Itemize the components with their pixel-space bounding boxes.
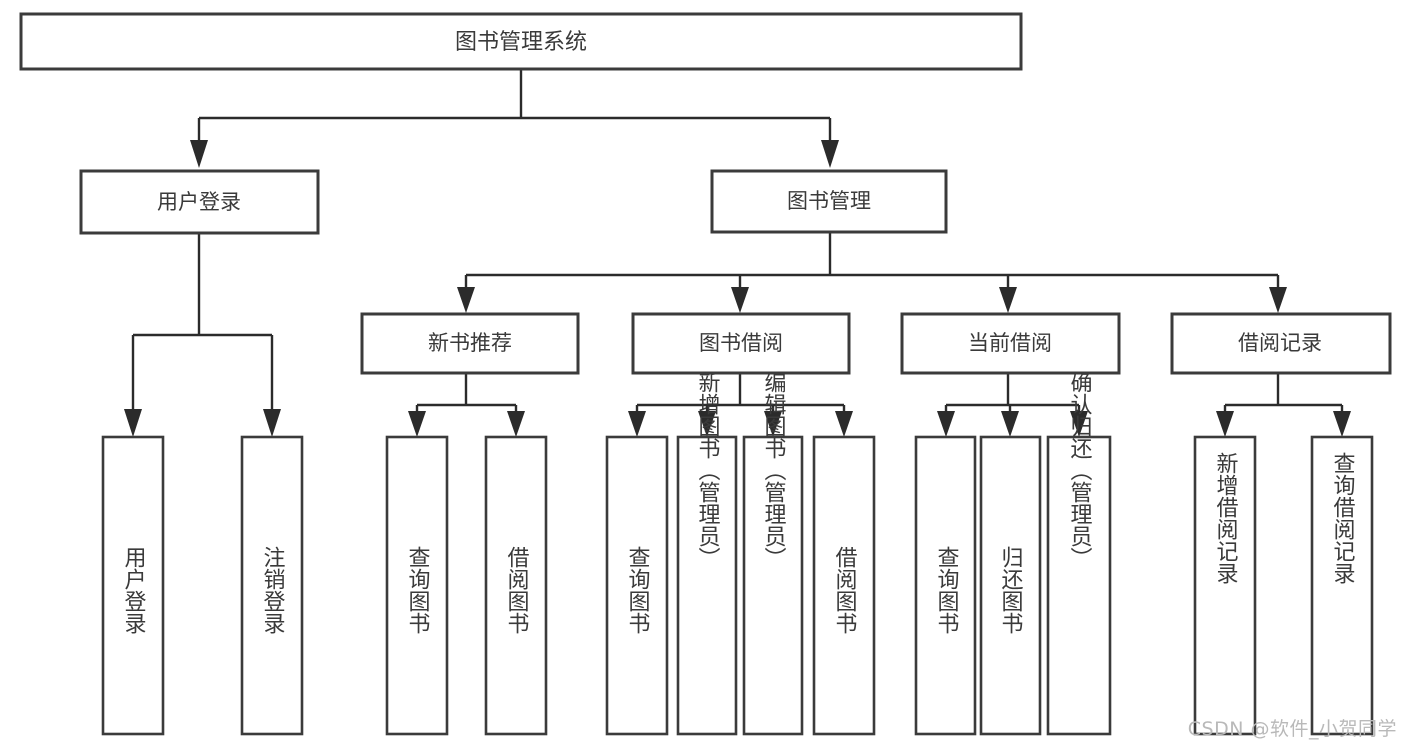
leaf-current-borrow-3-box[interactable] xyxy=(1046,435,1112,736)
node-current-borrow-label: 当前借阅 xyxy=(968,331,1052,355)
leaf-book-borrow-4[interactable]: 借阅图书 xyxy=(812,435,876,736)
arrow-to-l3-4 xyxy=(1269,287,1287,313)
arrow-nb-c1 xyxy=(408,411,426,437)
arrow-to-l3-1 xyxy=(457,287,475,313)
node-book-manage-box[interactable] xyxy=(710,169,948,234)
leaf-borrow-record-2[interactable]: 查询借阅记录 xyxy=(1310,435,1374,736)
arrow-bb-c2 xyxy=(698,411,716,437)
edge-layer xyxy=(124,69,1351,437)
arrow-cb-c3 xyxy=(1070,411,1088,437)
leaf-user-login-2-box[interactable] xyxy=(240,435,304,736)
arrow-cb-c1 xyxy=(937,411,955,437)
node-root[interactable]: 图书管理系统 xyxy=(19,12,1023,71)
leaf-user-login-1-box[interactable] xyxy=(101,435,165,736)
node-user-login[interactable]: 用户登录 xyxy=(79,169,320,235)
leaf-borrow-record-1-box[interactable] xyxy=(1193,435,1257,736)
node-root-label: 图书管理系统 xyxy=(455,30,587,55)
leaf-book-borrow-4-box[interactable] xyxy=(812,435,876,736)
leaf-current-borrow-2[interactable]: 归还图书 xyxy=(979,435,1042,736)
leaf-user-login-2[interactable]: 注销登录 xyxy=(240,435,304,736)
leaf-user-login-2-label: 注销登录 xyxy=(260,546,286,634)
arrow-to-l3-3 xyxy=(999,287,1017,313)
leaf-borrow-record-1[interactable]: 新增借阅记录 xyxy=(1193,435,1257,736)
leaf-book-borrow-2[interactable]: 新增图书（管理员） xyxy=(676,371,738,736)
leaf-book-borrow-2-label: 新增图书（管理员） xyxy=(695,371,721,569)
leaf-user-login-1[interactable]: 用户登录 xyxy=(101,435,165,736)
arrow-br-c2 xyxy=(1333,411,1351,437)
arrow-ul-c1 xyxy=(124,409,142,437)
node-current-borrow-box[interactable] xyxy=(900,312,1121,375)
arrow-bb-c1 xyxy=(628,411,646,437)
leaf-book-borrow-1-label: 查询图书 xyxy=(625,546,651,634)
leaf-new-book-1-label: 查询图书 xyxy=(405,546,431,634)
arrow-bb-c3 xyxy=(764,411,782,437)
node-book-manage-label: 图书管理 xyxy=(787,189,871,213)
node-book-borrow[interactable]: 图书借阅 xyxy=(631,312,851,375)
leaf-user-login-1-label: 用户登录 xyxy=(121,546,147,634)
node-borrow-record-label: 借阅记录 xyxy=(1238,331,1322,355)
node-root-box[interactable] xyxy=(19,12,1023,71)
leaf-new-book-1[interactable]: 查询图书 xyxy=(385,435,449,736)
leaf-current-borrow-3-label: 确认归还（管理员） xyxy=(1067,371,1093,569)
leaf-current-borrow-2-label: 归还图书 xyxy=(998,546,1024,634)
arrow-nb-c2 xyxy=(507,411,525,437)
leaf-book-borrow-4-label: 借阅图书 xyxy=(832,546,858,634)
node-borrow-record-box[interactable] xyxy=(1170,312,1392,375)
node-book-manage[interactable]: 图书管理 xyxy=(710,169,948,234)
node-new-book-recommend[interactable]: 新书推荐 xyxy=(360,312,580,375)
leaf-current-borrow-1[interactable]: 查询图书 xyxy=(914,435,977,736)
leaf-borrow-record-2-box[interactable] xyxy=(1310,435,1374,736)
node-user-login-box[interactable] xyxy=(79,169,320,235)
leaf-current-borrow-1-label: 查询图书 xyxy=(934,546,960,634)
node-new-book-recommend-label: 新书推荐 xyxy=(428,331,512,355)
leaf-new-book-1-box[interactable] xyxy=(385,435,449,736)
arrow-bb-c4 xyxy=(835,411,853,437)
leaf-new-book-2[interactable]: 借阅图书 xyxy=(484,435,548,736)
leaf-current-borrow-2-box[interactable] xyxy=(979,435,1042,736)
arrow-cb-c2 xyxy=(1001,411,1019,437)
leaf-book-borrow-1-box[interactable] xyxy=(605,435,669,736)
arrow-br-c1 xyxy=(1216,411,1234,437)
leaf-book-borrow-1[interactable]: 查询图书 xyxy=(605,435,669,736)
node-user-login-label: 用户登录 xyxy=(157,190,241,214)
leaf-borrow-record-2-label: 查询借阅记录 xyxy=(1330,452,1356,584)
leaf-new-book-2-label: 借阅图书 xyxy=(504,546,530,634)
leaf-book-borrow-3-box[interactable] xyxy=(742,435,804,736)
leaf-book-borrow-2-box[interactable] xyxy=(676,435,738,736)
node-new-book-recommend-box[interactable] xyxy=(360,312,580,375)
node-book-borrow-label: 图书借阅 xyxy=(699,331,783,355)
node-book-borrow-box[interactable] xyxy=(631,312,851,375)
leaf-current-borrow-3[interactable]: 确认归还（管理员） xyxy=(1046,371,1112,736)
node-borrow-record[interactable]: 借阅记录 xyxy=(1170,312,1392,375)
arrow-ul-c2 xyxy=(263,409,281,437)
leaf-book-borrow-3-label: 编辑图书（管理员） xyxy=(761,371,787,569)
node-current-borrow[interactable]: 当前借阅 xyxy=(900,312,1121,375)
leaf-borrow-record-1-label: 新增借阅记录 xyxy=(1213,452,1239,584)
leaf-book-borrow-3[interactable]: 编辑图书（管理员） xyxy=(742,371,804,736)
arrow-to-user-login xyxy=(190,140,208,168)
arrow-to-l3-2 xyxy=(731,287,749,313)
leaf-new-book-2-box[interactable] xyxy=(484,435,548,736)
arrow-to-book-manage xyxy=(821,140,839,168)
leaf-current-borrow-1-box[interactable] xyxy=(914,435,977,736)
